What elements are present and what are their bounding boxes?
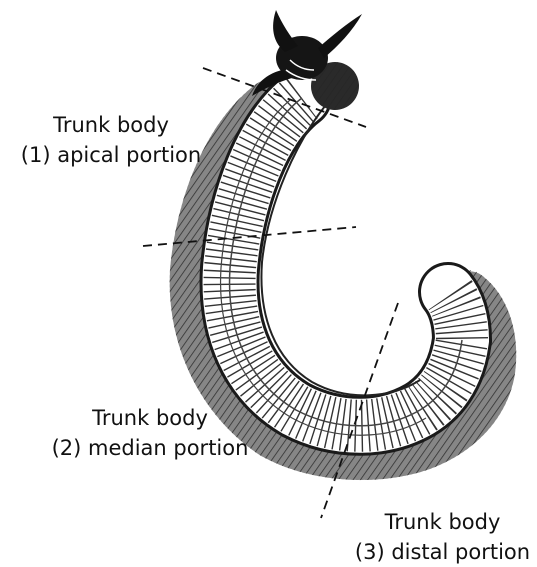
label-median-portion-text: (2) median portion <box>40 433 260 463</box>
label-median-portion: Trunk body (2) median portion <box>40 403 260 463</box>
tentacle-left <box>273 10 298 52</box>
label-apical-title: Trunk body <box>6 110 216 140</box>
label-distal-portion: Trunk body (3) distal portion <box>348 507 537 567</box>
tentacle-right <box>318 14 362 58</box>
label-median-title: Trunk body <box>40 403 260 433</box>
label-distal-title: Trunk body <box>348 507 537 537</box>
label-apical-portion-text: (1) apical portion <box>6 140 216 170</box>
label-apical-portion: Trunk body (1) apical portion <box>6 110 216 170</box>
